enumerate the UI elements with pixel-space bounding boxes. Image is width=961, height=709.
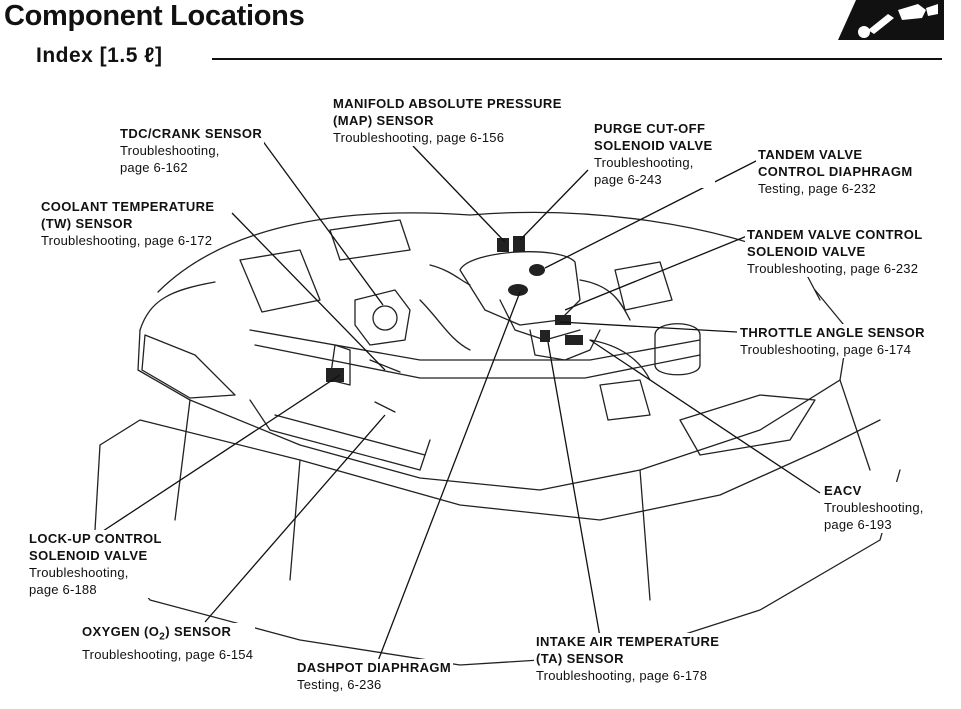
page-title: Component Locations	[4, 0, 305, 32]
coolant-sensor-name-1: COOLANT TEMPERATURE	[41, 199, 215, 214]
lockup-name-1: LOCK-UP CONTROL	[29, 531, 162, 546]
leader-dashpot	[377, 291, 521, 662]
title-rule	[212, 58, 942, 60]
iat-ref: Troubleshooting, page 6-178	[536, 668, 708, 683]
oxygen-sensor-ref: Troubleshooting, page 6-154	[82, 646, 254, 662]
leader-lockup	[99, 374, 341, 534]
wrench-icon	[838, 0, 944, 40]
tdc-sensor-ref-1: Troubleshooting,	[120, 143, 220, 158]
leader-coolant	[231, 212, 386, 371]
callout-tandem-valve-diaphragm: TANDEM VALVE CONTROL DIAPHRAGM Testing, …	[756, 146, 915, 197]
throttle-sensor-ref: Troubleshooting, page 6-174	[740, 342, 912, 357]
callout-coolant-temp-sensor: COOLANT TEMPERATURE (TW) SENSOR Troubles…	[39, 198, 217, 249]
coolant-sensor-ref: Troubleshooting, page 6-172	[41, 233, 213, 248]
callout-map-sensor: MANIFOLD ABSOLUTE PRESSURE (MAP) SENSOR …	[331, 95, 564, 146]
tdc-sensor-ref-2: page 6-162	[120, 160, 188, 175]
tvcsv-ref: Troubleshooting, page 6-232	[747, 261, 919, 276]
leader-oxygen	[204, 414, 386, 623]
eacv-ref-2: page 6-193	[824, 517, 892, 532]
tdc-sensor-name: TDC/CRANK SENSOR	[120, 126, 263, 141]
leader-tdc	[261, 139, 384, 306]
oxygen-name-post: ) SENSOR	[165, 624, 232, 639]
oxygen-name-sub: 2	[159, 631, 166, 643]
oxygen-sensor-name: OXYGEN (O2) SENSOR	[82, 623, 253, 646]
leader-iat	[547, 341, 601, 638]
callout-tandem-valve-solenoid: TANDEM VALVE CONTROL SOLENOID VALVE Trou…	[745, 226, 925, 277]
tvcd-ref: Testing, page 6-232	[758, 181, 876, 196]
leader-purge-valve	[519, 169, 589, 241]
leader-eacv	[589, 339, 821, 494]
callout-throttle-angle-sensor: THROTTLE ANGLE SENSOR Troubleshooting, p…	[738, 324, 927, 358]
tvcd-name-1: TANDEM VALVE	[758, 147, 863, 162]
purge-valve-name-1: PURGE CUT-OFF	[594, 121, 706, 136]
callout-dashpot-diaphragm: DASHPOT DIAPHRAGM Testing, 6-236	[295, 659, 454, 693]
page-subtitle: Index [1.5 ℓ]	[36, 44, 171, 68]
eacv-ref-1: Troubleshooting,	[824, 500, 924, 515]
leader-tvcd	[544, 159, 759, 269]
lockup-name-2: SOLENOID VALVE	[29, 548, 148, 563]
tvcsv-name-2: SOLENOID VALVE	[747, 244, 866, 259]
map-sensor-ref: Troubleshooting, page 6-156	[333, 130, 505, 145]
dashpot-name: DASHPOT DIAPHRAGM	[297, 660, 452, 675]
callout-purge-cutoff-valve: PURGE CUT-OFF SOLENOID VALVE Troubleshoo…	[592, 120, 715, 188]
oxygen-name-pre: OXYGEN (O	[82, 624, 160, 639]
callout-intake-air-temp-sensor: INTAKE AIR TEMPERATURE (TA) SENSOR Troub…	[534, 633, 722, 684]
tvcd-name-2: CONTROL DIAPHRAGM	[758, 164, 913, 179]
map-sensor-name-1: MANIFOLD ABSOLUTE PRESSURE	[333, 96, 562, 111]
leader-throttle	[559, 321, 738, 333]
iat-name-1: INTAKE AIR TEMPERATURE	[536, 634, 720, 649]
callout-oxygen-sensor: OXYGEN (O2) SENSOR Troubleshooting, page…	[80, 623, 256, 663]
leader-map-sensor	[412, 145, 506, 243]
leader-tvcsv	[564, 235, 748, 311]
purge-valve-ref-1: Troubleshooting,	[594, 155, 694, 170]
purge-valve-ref-2: page 6-243	[594, 172, 662, 187]
purge-valve-name-2: SOLENOID VALVE	[594, 138, 713, 153]
dashpot-ref: Testing, 6-236	[297, 677, 382, 692]
tvcsv-name-1: TANDEM VALVE CONTROL	[747, 227, 923, 242]
iat-name-2: (TA) SENSOR	[536, 651, 624, 666]
lockup-ref-1: Troubleshooting,	[29, 565, 129, 580]
callout-eacv: EACV Troubleshooting, page 6-193	[822, 482, 926, 533]
callout-lockup-solenoid: LOCK-UP CONTROL SOLENOID VALVE Troublesh…	[27, 530, 164, 598]
map-sensor-name-2: (MAP) SENSOR	[333, 113, 434, 128]
throttle-sensor-name: THROTTLE ANGLE SENSOR	[740, 325, 925, 340]
eacv-name: EACV	[824, 483, 862, 498]
lockup-ref-2: page 6-188	[29, 582, 97, 597]
coolant-sensor-name-2: (TW) SENSOR	[41, 216, 133, 231]
callout-tdc-crank-sensor: TDC/CRANK SENSOR Troubleshooting, page 6…	[118, 125, 265, 176]
